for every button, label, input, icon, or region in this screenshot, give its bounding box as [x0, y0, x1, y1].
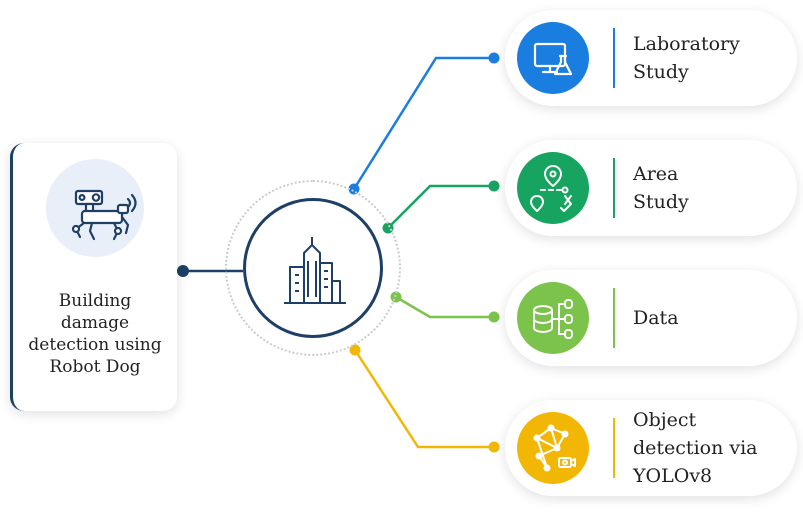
topic-card-data: Data — [505, 270, 797, 366]
topic-separator — [613, 418, 615, 478]
topic-card-area: Area Study — [505, 140, 797, 236]
connector-object-dot-end — [488, 441, 500, 453]
topic-bullet — [517, 152, 589, 224]
center-hub — [243, 198, 383, 338]
connector-object — [353, 349, 494, 449]
topic-card-laboratory: Laboratory Study — [505, 10, 797, 106]
connector-laboratory-dot-end — [488, 52, 500, 64]
connector-data-dot-end — [488, 311, 500, 323]
topic-separator — [613, 288, 615, 348]
map-route-icon — [530, 165, 572, 212]
topic-label-data: Data — [633, 307, 679, 329]
connector-source-dot — [177, 265, 189, 277]
database-network-icon — [533, 299, 573, 339]
topic-label-area: Area Study — [633, 163, 689, 213]
source-card: Building damage detection using Robot Do… — [10, 143, 177, 411]
center-halo — [225, 180, 401, 356]
connector-area — [387, 184, 494, 229]
topic-separator — [613, 158, 615, 218]
connector-data — [395, 295, 494, 319]
topic-label-object-detection: Object detection via YOLOv8 — [633, 409, 758, 487]
connector-area-dot-end — [488, 180, 500, 192]
robot-icon-circle — [46, 159, 144, 257]
monitor-flask-icon — [533, 42, 573, 76]
connector-object-dot-start — [349, 344, 361, 356]
topic-separator — [613, 28, 615, 88]
connector-laboratory — [352, 56, 494, 190]
robot-dog-icon — [71, 189, 137, 241]
object-detection-camera-icon — [533, 424, 576, 472]
topic-bullet — [517, 282, 589, 354]
topic-bullet — [517, 22, 589, 94]
source-title: Building damage detection using Robot Do… — [28, 291, 162, 377]
city-buildings-icon — [284, 237, 346, 304]
topic-bullet — [517, 412, 589, 484]
topic-card-object-detection: Object detection via YOLOv8 — [505, 400, 797, 496]
topic-label-laboratory: Laboratory Study — [633, 33, 740, 83]
